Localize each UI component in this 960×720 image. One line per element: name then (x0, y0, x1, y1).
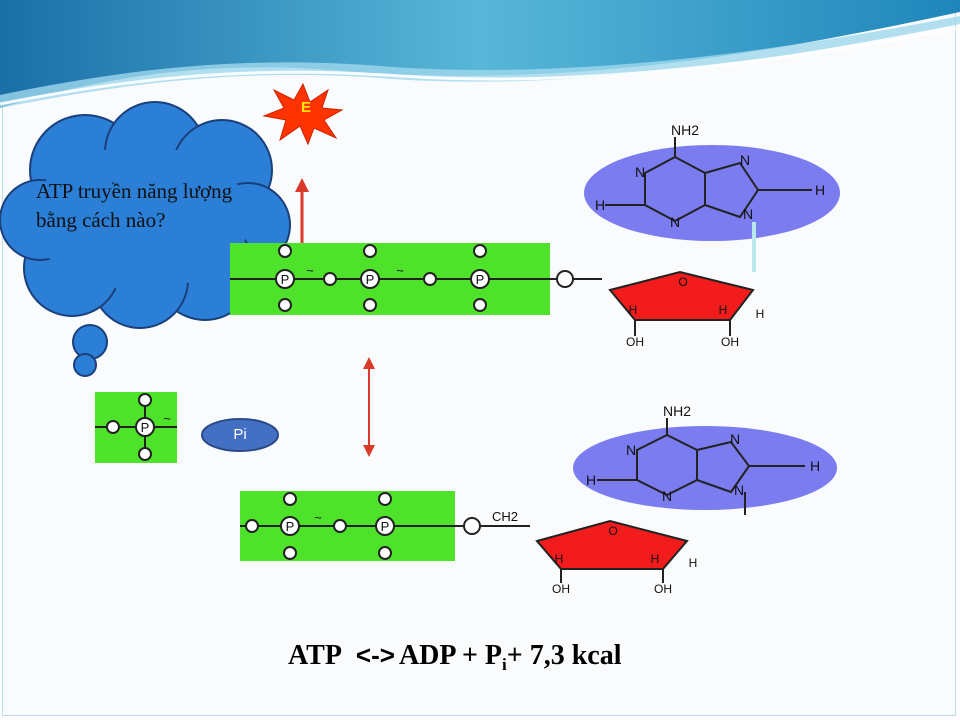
hydrogen-atom-label: H (719, 303, 728, 317)
adenine-base-bottom: NH2 N N N N H H (573, 403, 837, 515)
equation-subscript: i (502, 655, 507, 674)
equation-right-b: + 7,3 kcal (506, 640, 622, 671)
nitrogen-atom-label: N (730, 431, 740, 447)
amino-group-label: NH2 (671, 122, 699, 138)
hydrogen-atom-label: H (810, 458, 820, 474)
ribose-sugar-top: O H H H OH OH (608, 270, 765, 348)
phosphorus-atom-label: P (476, 272, 485, 287)
inorganic-phosphate-ellipse (201, 418, 279, 452)
hydrogen-atom-label: H (586, 472, 596, 488)
nitrogen-atom-label: N (734, 482, 744, 498)
phosphorus-atom-label: P (281, 272, 290, 287)
amino-group-label: NH2 (663, 403, 691, 419)
ch2-group-label: CH2 (492, 509, 518, 524)
reaction-arrow (363, 357, 375, 457)
equation-arrow: <-> (355, 640, 395, 670)
nitrogen-atom-label: N (662, 488, 672, 504)
hydrogen-atom-label: H (629, 303, 638, 317)
hydrogen-atom-label: H (815, 182, 825, 198)
nitrogen-atom-label: N (740, 152, 750, 168)
header-wave-decoration (0, 0, 960, 108)
free-phosphate-group: P ~ (95, 392, 177, 463)
pi-label: Pi (233, 426, 247, 443)
hydroxyl-group-label: OH (654, 582, 672, 595)
glycosidic-bond-line (752, 222, 756, 272)
high-energy-bond-label: ~ (396, 263, 404, 278)
hydrogen-atom-label: H (595, 197, 605, 213)
hydroxyl-group-label: OH (552, 582, 570, 595)
phosphorus-atom-label: P (141, 420, 150, 435)
ribose-sugar-bottom: O H H H OH OH (535, 519, 698, 595)
adenine-base-top: NH2 N N N N H H (584, 122, 840, 241)
phosphorus-atom-label: P (366, 272, 375, 287)
high-energy-bond-label: ~ (163, 411, 171, 426)
hydrogen-atom-label: H (756, 307, 765, 321)
high-energy-bond-label: ~ (314, 510, 322, 525)
phosphorus-atom-label: P (286, 519, 295, 534)
hydrogen-atom-label: H (555, 552, 564, 566)
nitrogen-atom-label: N (635, 164, 645, 180)
nitrogen-atom-label: N (626, 442, 636, 458)
hydroxyl-group-label: OH (721, 335, 739, 348)
equation-right-a: ADP + P (398, 640, 503, 671)
oxygen-atom-label: O (608, 524, 617, 538)
high-energy-bond-label: ~ (306, 263, 314, 278)
phosphorus-atom-label: P (381, 519, 390, 534)
atp-adp-equation: ATP <->ADP + Pi+ 7,3 kcal (288, 640, 621, 675)
hydrogen-atom-label: H (651, 552, 660, 566)
adp-phosphate-chain: P P ~ CH2 (240, 491, 530, 561)
question-text: ATP truyền năng lượng bằng cách nào? (36, 179, 233, 232)
equation-left: ATP (288, 640, 342, 671)
nitrogen-atom-label: N (743, 206, 753, 222)
hydroxyl-group-label: OH (626, 335, 644, 348)
energy-burst-icon (262, 82, 344, 146)
oxygen-atom-label: O (678, 275, 687, 289)
energy-label: E (301, 99, 312, 116)
nitrogen-atom-label: N (670, 214, 680, 230)
hydrogen-atom-label: H (689, 556, 698, 570)
atp-phosphate-chain: P P P ~ ~ (230, 243, 602, 315)
